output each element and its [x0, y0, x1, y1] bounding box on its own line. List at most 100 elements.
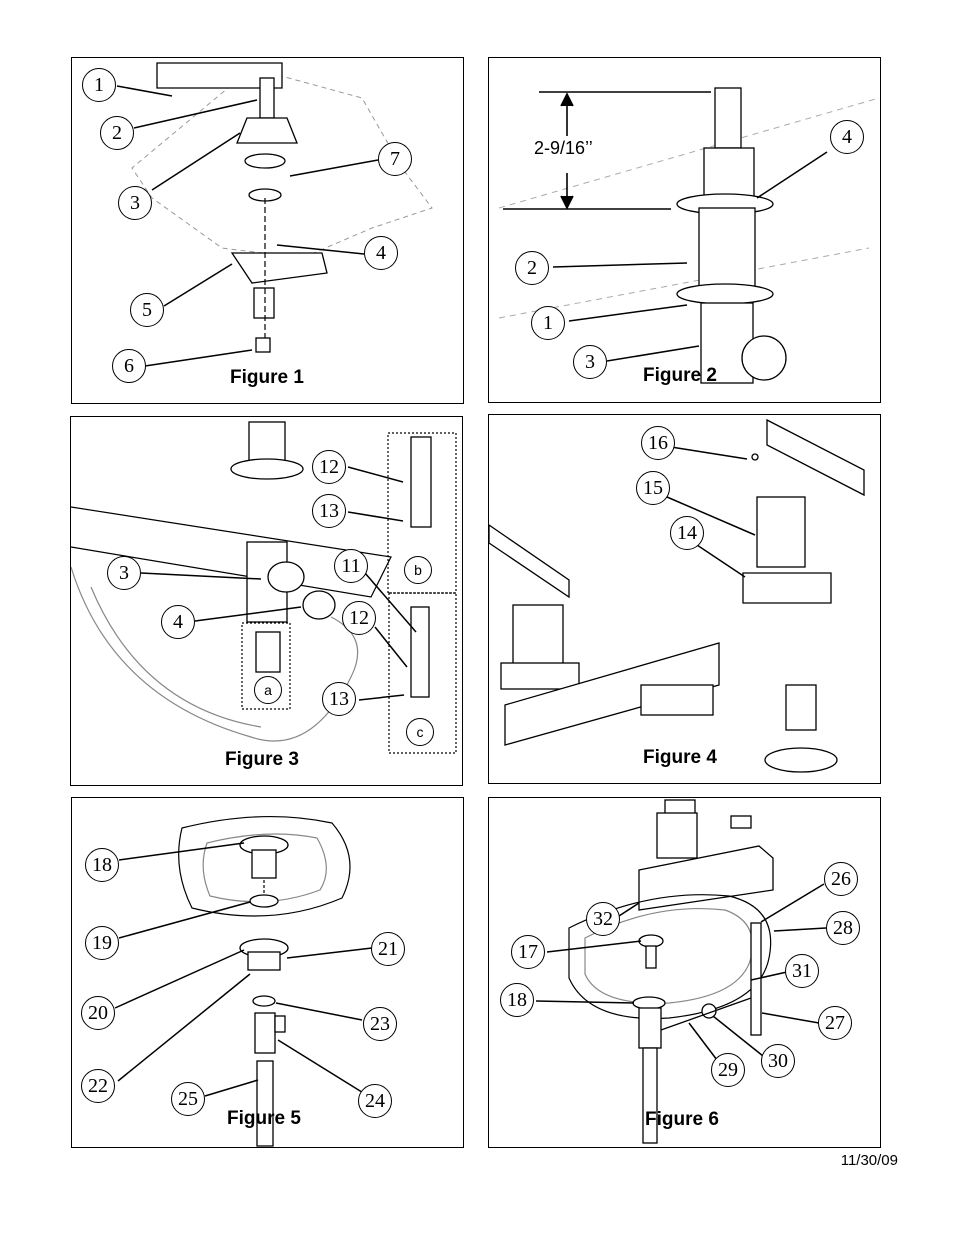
- figure-1-callout-3: 3: [118, 186, 152, 220]
- supply-c-shape: [410, 606, 430, 698]
- figure-6-title: Figure 6: [645, 1109, 719, 1130]
- nut-shape: [255, 337, 271, 353]
- countertop-section: [71, 506, 392, 598]
- stem-nut-shape: [703, 147, 755, 199]
- countertop-outline: [498, 97, 880, 319]
- inlet-port-shape: [741, 335, 787, 381]
- figure-5-callout-23: 23: [363, 1007, 397, 1041]
- sink-section: [178, 816, 351, 917]
- figure-4-drawing: [489, 418, 865, 773]
- figure-3-callout-3: 3: [107, 556, 141, 590]
- figure-3-title: Figure 3: [225, 749, 299, 770]
- dimension-lines: [503, 91, 711, 210]
- drain-flange-shape: [632, 996, 666, 1010]
- figure-2-drawing: [498, 87, 880, 384]
- figure-6-callout-30: 30: [761, 1044, 795, 1078]
- figure-2-callout-3: 3: [573, 345, 607, 379]
- figure-6-callout-18: 18: [500, 983, 534, 1017]
- figure-1-callout-1: 1: [82, 68, 116, 102]
- drain-body-shape: [254, 1012, 276, 1054]
- document-date: 11/30/09: [840, 1152, 898, 1169]
- figure-1-callout-7: 7: [378, 142, 412, 176]
- detail-c-label: c: [406, 718, 434, 746]
- figure-2-leaders: [552, 151, 828, 362]
- escutcheon-shape: [742, 572, 832, 604]
- figure-3-leaders: [140, 466, 417, 701]
- figure-5-callout-20: 20: [81, 996, 115, 1030]
- valve-body-shape: [253, 287, 275, 319]
- figure-6-callout-29: 29: [711, 1053, 745, 1087]
- figure-4-title: Figure 4: [643, 747, 717, 768]
- valve-base-shape: [700, 302, 754, 384]
- tailpiece-shape: [256, 1060, 274, 1147]
- figure-2-title: Figure 2: [643, 365, 717, 386]
- detail-boxes: [241, 432, 457, 754]
- figure-6-drawing: [535, 799, 827, 1144]
- detail-a-shape: [255, 631, 281, 673]
- handle-body-shape: [756, 496, 806, 568]
- figure-3-callout-13-lower: 13: [322, 682, 356, 716]
- figure-4-callout-15: 15: [636, 471, 670, 505]
- figure-6-callout-26: 26: [824, 862, 858, 896]
- spout-shape: [504, 642, 720, 746]
- detail-a-label: a: [254, 676, 282, 704]
- figure-3-panel: 12 13 3 11 4 12 13 a b c Figure 3: [70, 416, 463, 786]
- tailpiece-washer-shape: [252, 995, 276, 1007]
- figure-1-callout-5: 5: [130, 293, 164, 327]
- gasket-shape: [249, 894, 279, 908]
- pop-up-stopper-shape: [638, 934, 664, 948]
- figure-2-callout-2: 2: [515, 251, 549, 285]
- pivot-rod-shape: [660, 997, 752, 1031]
- lever-handle-shape: [766, 418, 865, 497]
- left-handle-shape: [489, 524, 570, 599]
- figure-1-callout-6: 6: [112, 349, 146, 383]
- stopper-stem-shape: [645, 945, 657, 969]
- figure-5-callout-22: 22: [81, 1069, 115, 1103]
- figure-6-callout-32: 32: [586, 902, 620, 936]
- handle-shape: [156, 62, 283, 89]
- lift-rod-knob-shape: [730, 815, 752, 829]
- figure-5-callout-25: 25: [171, 1082, 205, 1116]
- flange-shape: [236, 117, 298, 144]
- figure-1-leaders: [116, 85, 379, 367]
- figure-6-callout-31: 31: [785, 954, 819, 988]
- cartridge-stem-shape: [785, 684, 817, 731]
- countertop-outline: [131, 67, 433, 259]
- figure-3-callout-4: 4: [161, 605, 195, 639]
- sink-inner-outline: [90, 586, 262, 728]
- handle-body-shape: [656, 812, 698, 859]
- threaded-body-shape: [698, 207, 756, 299]
- figure-3-drawing: [71, 421, 457, 754]
- left-handle-body-shape: [512, 604, 564, 666]
- spout-base-shape: [640, 684, 714, 716]
- figure-5-callout-19: 19: [85, 926, 119, 960]
- figure-6-callout-17: 17: [511, 935, 545, 969]
- figure-5-drawing: [114, 816, 373, 1147]
- figure-5-title: Figure 5: [227, 1108, 301, 1129]
- figure-2-callout-1: 1: [531, 306, 565, 340]
- figure-5-callout-21: 21: [371, 932, 405, 966]
- tailpiece-shape: [642, 1047, 658, 1144]
- sink-outline: [71, 566, 359, 742]
- figure-1-callout-4: 4: [364, 236, 398, 270]
- figure-1-callout-2: 2: [100, 116, 134, 150]
- pivot-port-shape: [274, 1015, 286, 1033]
- figure-1-panel: 1 2 3 4 5 6 7 Figure 1: [71, 57, 464, 404]
- figure-5-callout-18: 18: [85, 848, 119, 882]
- figure-4-leaders: [666, 446, 756, 578]
- figure-5-leaders: [114, 842, 373, 1097]
- spline-stem-shape: [714, 87, 742, 149]
- figure-4-callout-14: 14: [670, 516, 704, 550]
- figure-2-callout-4: 4: [830, 120, 864, 154]
- figure-6-leaders: [535, 883, 827, 1061]
- figure-4-callout-16: 16: [641, 426, 675, 460]
- drain-thread-shape: [251, 849, 277, 879]
- detail-b-label: b: [404, 556, 432, 584]
- flange-ring-shape: [676, 283, 774, 305]
- bracket-shape: [230, 252, 328, 284]
- cartridge-flange-shape: [764, 747, 838, 773]
- figure-3-callout-11: 11: [334, 549, 368, 583]
- figure-3-callout-12-upper: 12: [312, 450, 346, 484]
- set-screw-shape: [751, 453, 759, 461]
- stem-shape: [259, 77, 275, 119]
